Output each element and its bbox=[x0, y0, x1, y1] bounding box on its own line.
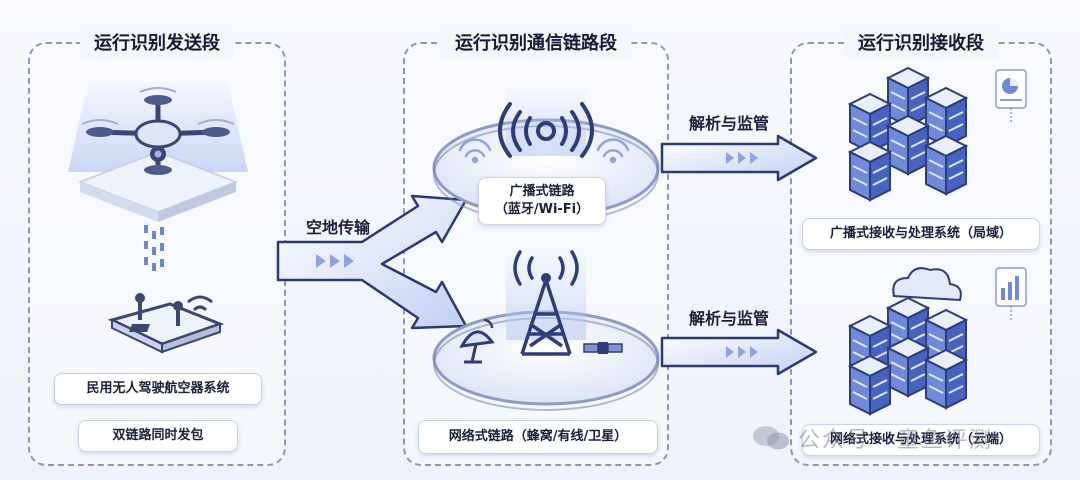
data-stream-icon bbox=[144, 225, 164, 271]
broadcast-link-label: 广播式链路 （蓝牙/Wi-Fi） bbox=[478, 177, 606, 225]
link-section-title: 运行识别通信链路段 bbox=[441, 30, 631, 58]
wifi-icon-right bbox=[596, 138, 630, 164]
broadcast-link-label-line1: 广播式链路 bbox=[509, 184, 575, 199]
broadcast-receive-label: 广播式接收与处理系统（局域） bbox=[802, 218, 1040, 250]
dashboard-pie-icon bbox=[995, 69, 1027, 122]
send-section-title: 运行识别发送段 bbox=[80, 30, 234, 58]
parse-label-top: 解析与监管 bbox=[689, 114, 770, 133]
dual-link-label: 双链路同时发包 bbox=[78, 420, 238, 452]
server-cluster-bottom bbox=[849, 267, 1027, 415]
network-link-disk bbox=[432, 250, 660, 411]
receive-section-title: 运行识别接收段 bbox=[844, 30, 998, 58]
cloud-icon bbox=[892, 267, 962, 302]
wifi-icon-left bbox=[458, 138, 492, 164]
broadcast-link-label-line2: （蓝牙/Wi-Fi） bbox=[494, 202, 590, 217]
air-ground-split-arrow bbox=[276, 194, 468, 330]
server-cluster-top bbox=[849, 67, 1027, 201]
watermark-text: 公众号 · 童鱼评测 bbox=[798, 428, 993, 453]
parse-arrow-bottom bbox=[660, 328, 818, 376]
wechat-watermark-icon bbox=[753, 426, 789, 450]
satellite-icon bbox=[583, 342, 623, 354]
network-link-label: 网络式链路（蜂窝/有线/卫星） bbox=[418, 420, 658, 454]
dashboard-bar-icon bbox=[995, 267, 1027, 320]
receive-section: 运行识别接收段 bbox=[790, 30, 1052, 466]
drone-illustration bbox=[68, 82, 248, 222]
satellite-dish-icon bbox=[459, 318, 495, 364]
cell-tower-icon bbox=[520, 279, 572, 356]
parse-label-bottom: 解析与监管 bbox=[689, 309, 770, 328]
network-receive-label: 网络式接收与处理系统（云端） bbox=[802, 424, 1040, 456]
air-ground-label: 空地传输 bbox=[306, 218, 371, 237]
parse-arrow-top bbox=[660, 134, 818, 182]
remote-controller-icon bbox=[107, 293, 225, 354]
uas-system-label: 民用无人驾驶航空器系统 bbox=[54, 373, 262, 405]
